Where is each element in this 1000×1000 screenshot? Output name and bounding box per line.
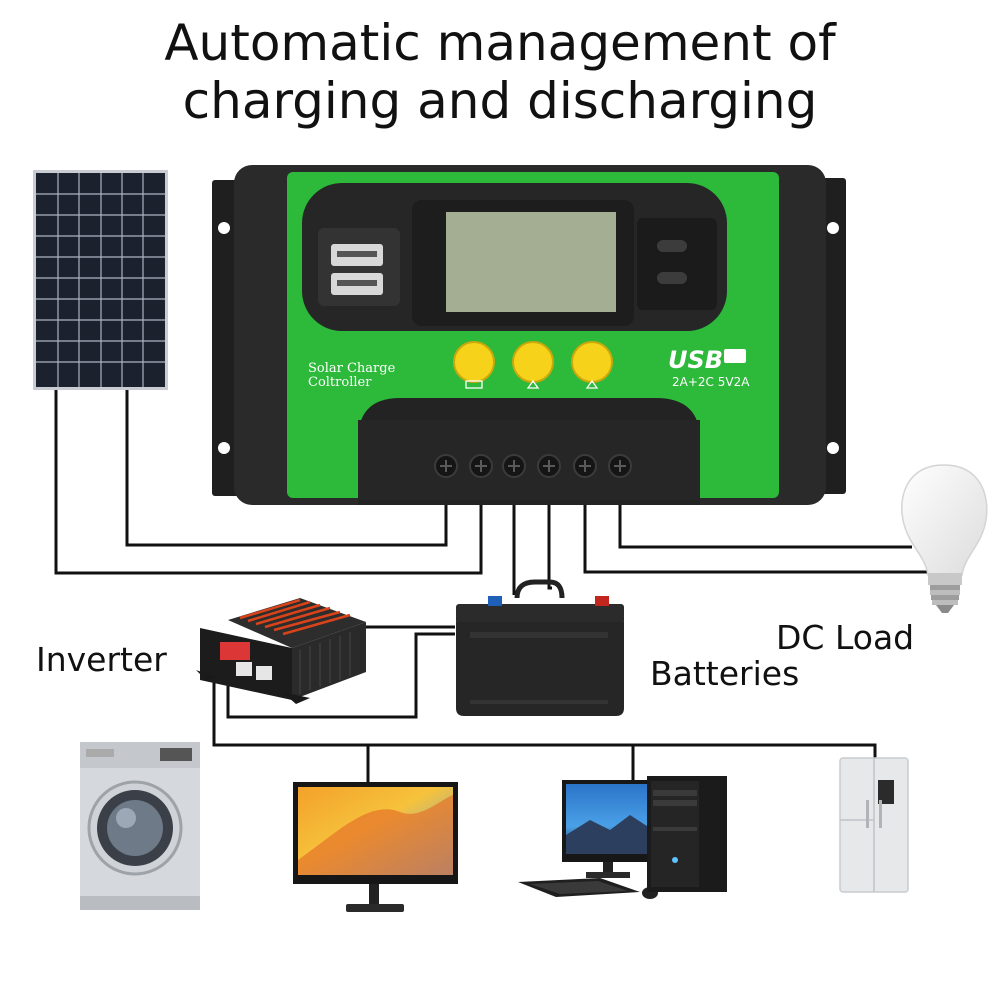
title-line-2: charging and discharging bbox=[182, 72, 818, 130]
controller-brand-line-2: Coltroller bbox=[308, 375, 372, 390]
inverter-label: Inverter bbox=[36, 640, 167, 679]
refrigerator-icon bbox=[839, 757, 909, 893]
controller-button-up bbox=[512, 341, 554, 383]
desktop-computer-icon bbox=[518, 776, 727, 899]
wire-panel-positive bbox=[125, 390, 448, 547]
title-line-1: Automatic management of bbox=[164, 14, 836, 72]
wire-battery-negative bbox=[547, 470, 552, 590]
charge-controller-icon: Solar Charge Coltroller USB 2A+2C 5V2A bbox=[212, 165, 846, 505]
controller-button-down bbox=[571, 341, 613, 383]
light-bulb-icon bbox=[901, 464, 988, 613]
inverter-icon bbox=[196, 598, 366, 704]
washing-machine-icon bbox=[80, 742, 200, 910]
battery-icon bbox=[456, 579, 624, 716]
wire-ac-bus bbox=[212, 675, 877, 760]
controller-usb-spec: 2A+2C 5V2A bbox=[672, 375, 750, 389]
batteries-label: Batteries bbox=[650, 654, 800, 693]
controller-brand-line-1: Solar Charge bbox=[308, 361, 396, 376]
controller-usb-mark: USB bbox=[668, 346, 723, 374]
monitor-icon bbox=[293, 782, 458, 912]
diagram-title: Automatic management of charging and dis… bbox=[0, 14, 1000, 130]
solar-panel-icon bbox=[33, 170, 168, 390]
dc-load-label: DC Load bbox=[776, 618, 915, 657]
controller-button-menu bbox=[453, 341, 495, 383]
wire-panel-negative bbox=[54, 390, 483, 575]
wire-inverter-battery-2 bbox=[226, 632, 455, 719]
